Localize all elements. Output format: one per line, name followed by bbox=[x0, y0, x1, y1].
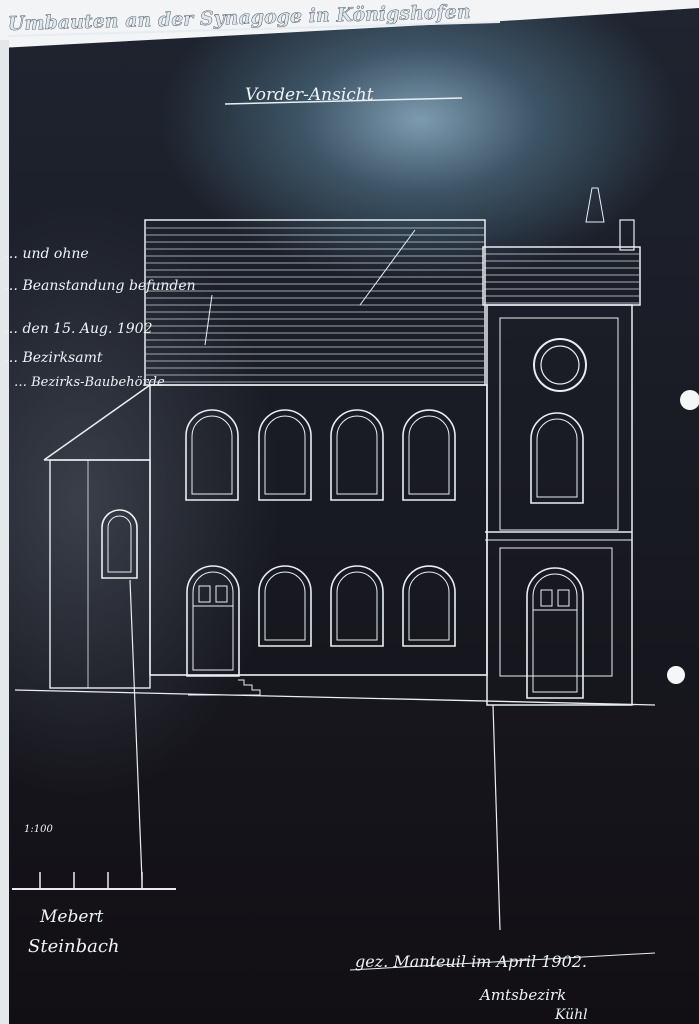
construction-line bbox=[492, 704, 501, 931]
note-line: … Bezirksamt bbox=[4, 350, 103, 366]
approval-note: … und ohne … Beanstandung befunden … den… bbox=[4, 246, 196, 390]
side-annex bbox=[43, 384, 151, 689]
upper-window bbox=[185, 409, 239, 501]
lower-window bbox=[330, 565, 384, 647]
note-line: … den 15. Aug. 1902 bbox=[4, 321, 153, 337]
tower bbox=[482, 187, 641, 706]
lower-window bbox=[402, 565, 456, 647]
upper-window bbox=[402, 409, 456, 501]
note-line: … und ohne bbox=[4, 246, 89, 262]
scale-bar: 1:100 bbox=[12, 824, 176, 890]
note-line: … Beanstandung befunden bbox=[4, 278, 196, 294]
entrance-steps bbox=[188, 679, 261, 696]
signature-place: Steinbach bbox=[28, 936, 120, 957]
punch-hole bbox=[680, 390, 699, 410]
entrance-door bbox=[186, 565, 240, 677]
tower-door bbox=[526, 567, 584, 699]
bottom-signature: Amtsbezirk bbox=[478, 986, 566, 1004]
header-underline bbox=[7, 21, 501, 37]
paper-left-edge bbox=[0, 40, 9, 1024]
bottom-signature: Kühl bbox=[554, 1007, 588, 1023]
construction-line bbox=[129, 579, 143, 881]
view-title-underline bbox=[224, 97, 463, 105]
ground-line bbox=[14, 689, 656, 706]
lower-window bbox=[258, 565, 312, 647]
round-window bbox=[533, 338, 587, 392]
punch-hole bbox=[667, 666, 685, 684]
note-line: … Bezirks-Baubehörde bbox=[14, 375, 165, 390]
main-roof bbox=[144, 219, 486, 386]
view-title: Vorder-Ansicht bbox=[245, 85, 374, 105]
scale-label: 1:100 bbox=[24, 824, 53, 835]
upper-window bbox=[330, 409, 384, 501]
signature-name: Mebert bbox=[39, 907, 104, 927]
annex-window bbox=[101, 509, 138, 579]
upper-window bbox=[530, 412, 584, 504]
main-wall bbox=[149, 384, 488, 676]
footer-underline bbox=[349, 952, 656, 971]
upper-window bbox=[258, 409, 312, 501]
paper-top-edge bbox=[0, 0, 699, 48]
